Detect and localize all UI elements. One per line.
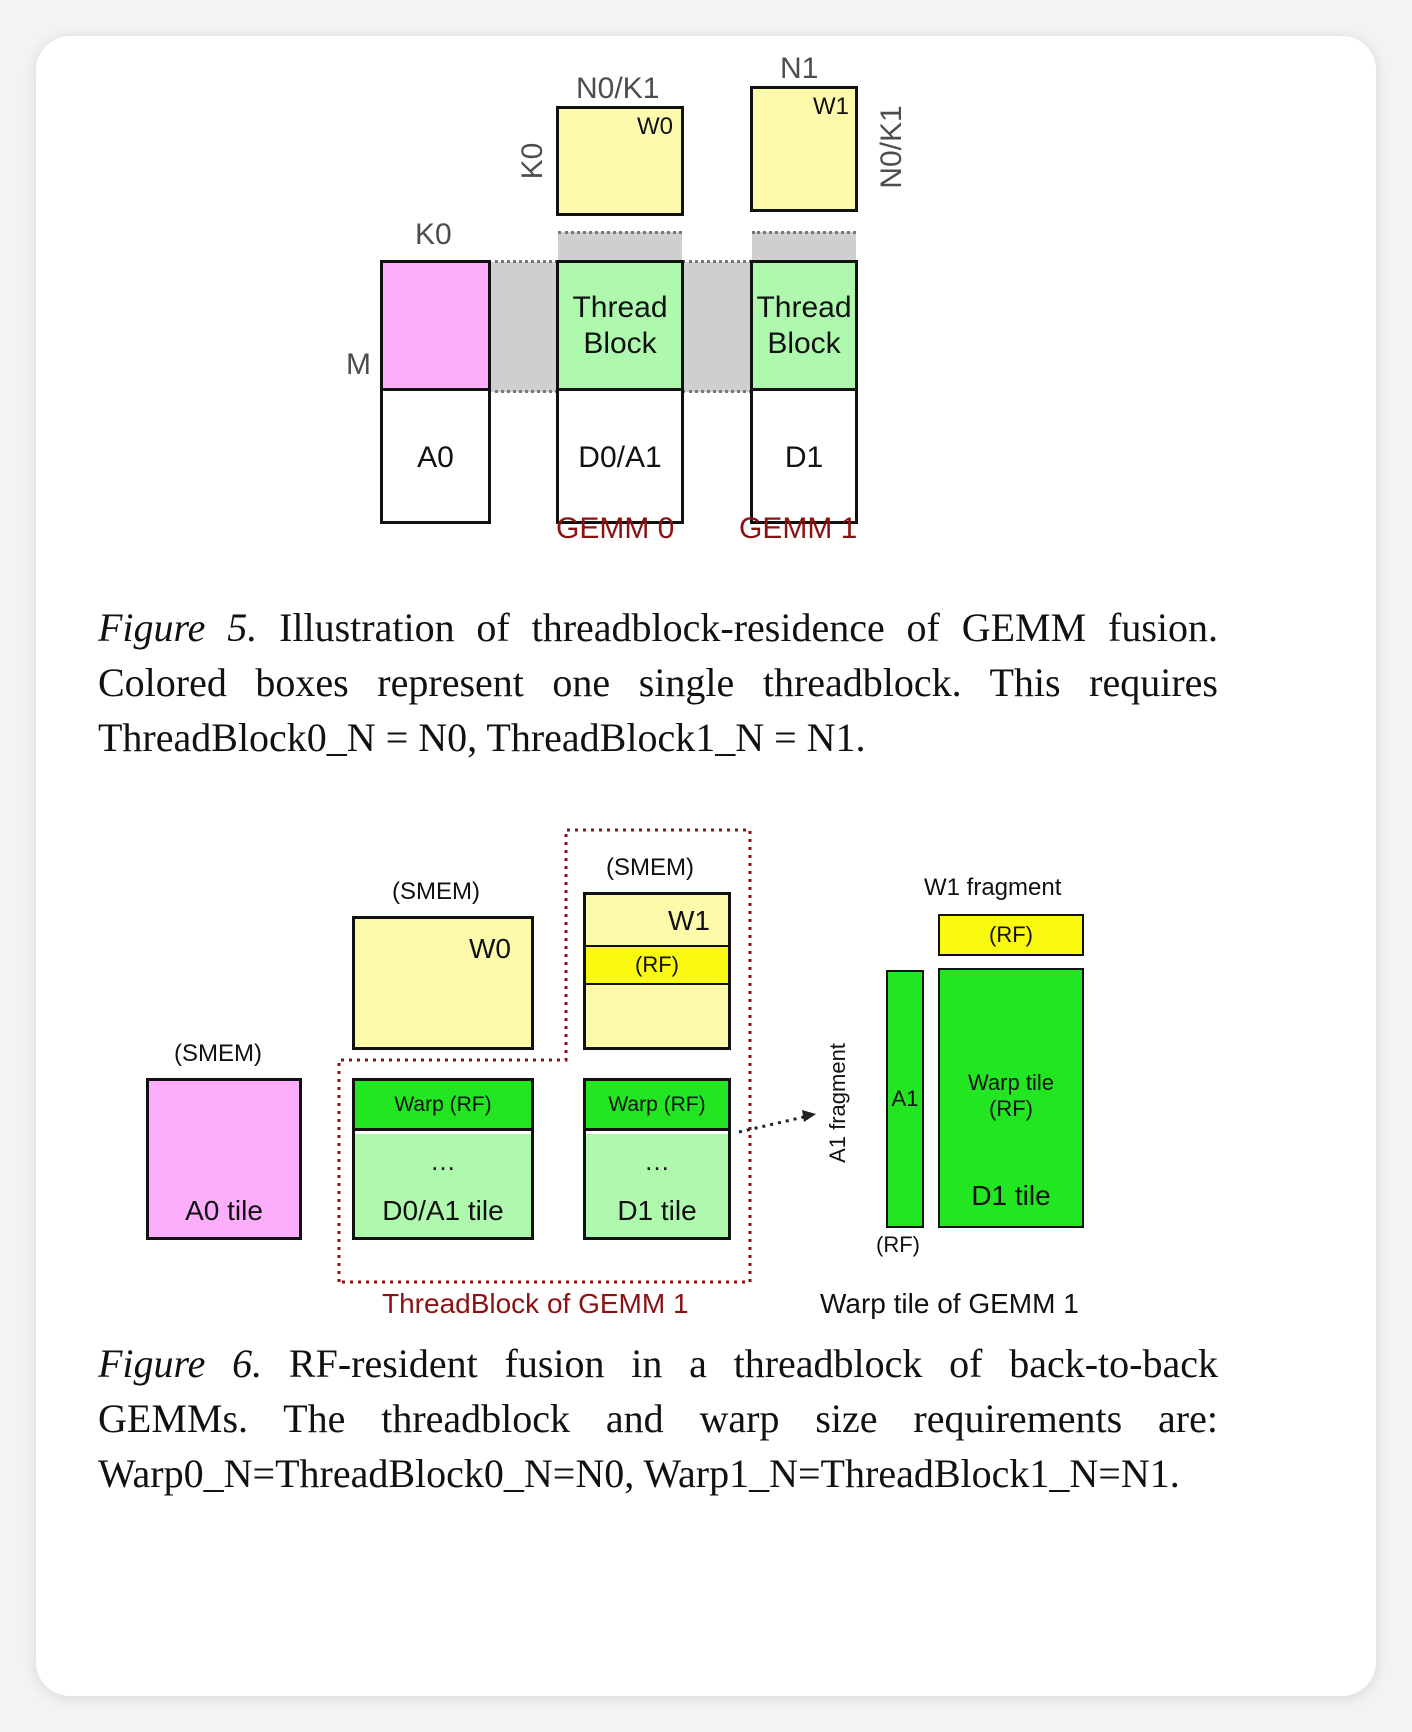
band-bottom-edge-0 (488, 390, 558, 393)
a1-fragment-label: A1 fragment (825, 1043, 850, 1163)
d0a1-tile: Warp (RF) … D0/A1 tile (352, 1078, 534, 1240)
a0-label: A0 (417, 440, 454, 474)
w0-tile-label: W0 (469, 933, 511, 964)
figure-5-caption-text: Illustration of threadblock-residence of… (98, 605, 1219, 760)
smem-label-a0: (SMEM) (174, 1040, 262, 1067)
d0a1-tile-label: D0/A1 tile (382, 1195, 504, 1226)
figure-6-caption: Figure 6. RF-resident fusion in a thread… (98, 1336, 1218, 1501)
band-w0-edge (558, 231, 682, 234)
w1-tile-label: W1 (668, 905, 710, 936)
w1-tile: W1 (RF) (583, 892, 731, 1050)
n1-top-label: N1 (780, 52, 819, 85)
w0-label: W0 (637, 113, 673, 140)
gemm1-label: GEMM 1 (739, 512, 858, 545)
band-top-edge-0 (488, 260, 558, 263)
threadblock-gemm1-label: ThreadBlock of GEMM 1 (382, 1288, 689, 1319)
d1-block: Thread Block D1 (750, 260, 858, 524)
band-w1-edge (752, 231, 856, 234)
w1-label: W1 (813, 93, 849, 120)
band-top-edge-1 (682, 260, 752, 263)
warp-tile: Warp tile (RF) D1 tile (938, 968, 1084, 1228)
gemm0-label: GEMM 0 (556, 512, 675, 545)
smem-label-w1: (SMEM) (606, 854, 694, 881)
w1-fragment-label: W1 fragment (924, 874, 1062, 901)
warp-tile-gemm1-label: Warp tile of GEMM 1 (820, 1288, 1079, 1319)
band-w1-to-tb1 (752, 232, 856, 262)
d1-tile: Warp (RF) … D1 tile (583, 1078, 731, 1240)
figure-6-caption-text: RF-resident fusion in a threadblock of b… (98, 1341, 1218, 1496)
threadblock-1: Thread Block (753, 263, 855, 391)
figure-5-caption: Figure 5. Illustration of threadblock-re… (98, 600, 1218, 765)
warp-d1-tile-label: D1 tile (971, 1180, 1051, 1211)
a0-tile-label: A0 tile (185, 1195, 263, 1226)
w1-fragment: (RF) (938, 914, 1084, 956)
warp-rf-0: Warp (RF) (355, 1081, 531, 1131)
band-a0-to-d0 (488, 262, 558, 392)
figure-5-number: Figure 5. (98, 605, 258, 650)
d0a1-tile-body: … D0/A1 tile (355, 1134, 531, 1237)
a1-rf-label: (RF) (876, 1232, 920, 1257)
threadblock-0: Thread Block (559, 263, 681, 391)
a1-fragment: A1 (886, 970, 924, 1228)
fragment-arrow-line (738, 1114, 809, 1134)
d1-label: D1 (784, 440, 824, 474)
warp-tile-rf-label: Warp tile (RF) (968, 1070, 1054, 1121)
figure-card: A0 K0 M W0 N0/K1 K0 Thread Block D0/A1 W… (36, 36, 1376, 1696)
d0a1-label: D0/A1 (578, 440, 662, 474)
w1-rf-strip: (RF) (586, 945, 728, 985)
d0a1-block: Thread Block D0/A1 (556, 260, 684, 524)
band-w0-to-tb0 (558, 232, 682, 262)
n0k1-top-label: N0/K1 (576, 72, 660, 105)
smem-label-w0: (SMEM) (392, 878, 480, 905)
a0-block: A0 (380, 260, 491, 524)
w0-block: W0 (556, 106, 684, 216)
w0-tile: W0 (352, 916, 534, 1050)
d1-tile-label: D1 tile (617, 1195, 697, 1226)
a0-tile: A0 tile (146, 1078, 302, 1240)
warp-rf-1: Warp (RF) (586, 1081, 728, 1131)
fragment-arrow-head (802, 1110, 816, 1122)
d1-tile-body: … D1 tile (586, 1134, 728, 1237)
ellipsis-1: … (644, 1146, 670, 1176)
k0-label-a0: K0 (415, 218, 452, 251)
a0-threadblock-region (383, 263, 488, 391)
band-d0-to-d1 (682, 262, 752, 392)
ellipsis-0: … (430, 1146, 456, 1176)
threadblock-outline (337, 828, 816, 1284)
band-bottom-edge-1 (682, 390, 752, 393)
w1-block: W1 (750, 86, 858, 212)
figure-6-number: Figure 6. (98, 1341, 263, 1386)
m-label: M (346, 348, 371, 381)
